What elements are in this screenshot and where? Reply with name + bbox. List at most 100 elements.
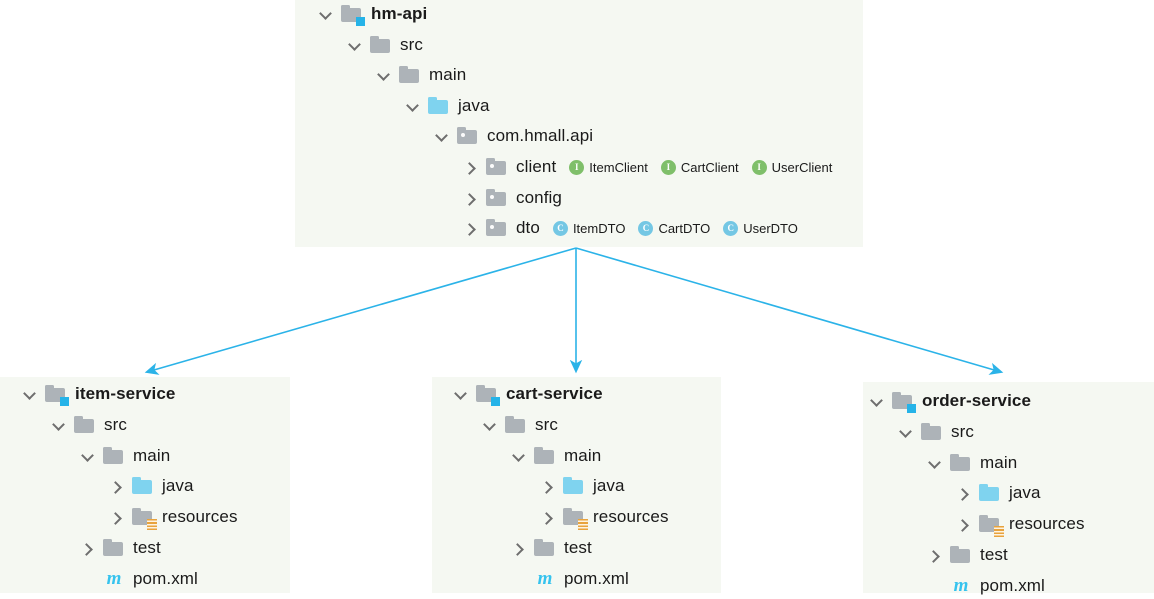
- chevron-down-icon[interactable]: [511, 448, 527, 464]
- tree-row[interactable]: resources: [109, 504, 238, 530]
- tree-row-label: main: [133, 446, 171, 465]
- chevron-right-icon[interactable]: [511, 540, 527, 556]
- chevron-right-icon[interactable]: [463, 220, 479, 236]
- tree-row-label: resources: [593, 507, 669, 526]
- chevron-down-icon[interactable]: [22, 386, 38, 402]
- chevron-right-icon[interactable]: [956, 485, 972, 501]
- tree-row-label: config: [516, 188, 562, 207]
- tree-row[interactable]: test: [927, 542, 1008, 568]
- interface-badge-icon: I: [751, 159, 767, 175]
- module-folder-icon: [45, 385, 69, 406]
- resources-folder-icon: [979, 515, 1004, 537]
- module-folder-icon: [892, 392, 916, 413]
- tree-row[interactable]: src: [482, 412, 558, 438]
- chevron-down-icon[interactable]: [405, 98, 421, 114]
- tree-row-label: hm-api: [371, 4, 428, 23]
- chevron-down-icon[interactable]: [51, 417, 67, 433]
- tree-row-label: main: [564, 446, 602, 465]
- tree-row-label: main: [429, 65, 467, 84]
- arrow-to-item-service: [144, 247, 577, 375]
- folder-icon: [103, 447, 125, 465]
- chevron-down-icon[interactable]: [482, 417, 498, 433]
- chevron-right-icon[interactable]: [80, 540, 96, 556]
- tree-row-label: cart-service: [506, 384, 603, 403]
- tree-row[interactable]: src: [51, 412, 127, 438]
- chevron-down-icon[interactable]: [318, 6, 334, 22]
- chevron-right-icon[interactable]: [109, 509, 125, 525]
- tree-row[interactable]: main: [511, 443, 601, 469]
- chevron-right-icon[interactable]: [463, 190, 479, 206]
- maven-icon: m: [537, 568, 553, 589]
- chevron-down-icon[interactable]: [898, 424, 914, 440]
- chevron-down-icon[interactable]: [434, 128, 450, 144]
- tree-row[interactable]: hm-api: [318, 1, 427, 27]
- tree-row[interactable]: java: [109, 473, 194, 499]
- class-badge-icon: C: [723, 220, 739, 236]
- tree-row-label: client: [516, 157, 557, 176]
- tree-row[interactable]: src: [898, 419, 974, 445]
- chevron-placeholder: [511, 571, 527, 587]
- tree-row[interactable]: order-service: [869, 388, 1031, 414]
- folder-icon: [505, 416, 527, 434]
- interface-badge-icon: I: [569, 159, 585, 175]
- tree-row[interactable]: m pom.xml: [511, 566, 629, 592]
- chevron-right-icon[interactable]: [540, 478, 556, 494]
- tree-row-label: src: [951, 422, 974, 441]
- tree-row-label: order-service: [922, 391, 1032, 410]
- tree-row[interactable]: resources: [540, 504, 669, 530]
- tree-row-label: test: [133, 538, 161, 557]
- chevron-down-icon[interactable]: [347, 37, 363, 53]
- chevron-right-icon[interactable]: [109, 478, 125, 494]
- tree-row[interactable]: main: [376, 62, 466, 88]
- tree-row[interactable]: src: [347, 32, 423, 58]
- tree-row[interactable]: item-service: [22, 381, 175, 407]
- tree-row[interactable]: test: [80, 535, 161, 561]
- tree-row-label: dto: [516, 218, 540, 237]
- tree-row-label: src: [535, 415, 558, 434]
- tree-row-label: pom.xml: [133, 569, 198, 588]
- package-icon: [486, 189, 508, 207]
- folder-icon: [921, 423, 943, 441]
- tree-row[interactable]: java: [956, 480, 1041, 506]
- tree-row[interactable]: cart-service: [453, 381, 603, 407]
- tree-row[interactable]: com.hmall.api: [434, 123, 593, 149]
- tree-row[interactable]: config: [463, 185, 562, 211]
- tree-row-label: pom.xml: [564, 569, 629, 588]
- chevron-right-icon[interactable]: [463, 159, 479, 175]
- class-badge-icon: C: [552, 220, 568, 236]
- tree-row[interactable]: java: [405, 93, 490, 119]
- chevron-down-icon[interactable]: [927, 455, 943, 471]
- class-member-name: ItemClient: [589, 159, 648, 175]
- maven-icon: m: [953, 575, 969, 596]
- tree-row[interactable]: main: [80, 443, 170, 469]
- chevron-down-icon[interactable]: [869, 393, 885, 409]
- chevron-right-icon[interactable]: [956, 516, 972, 532]
- source-folder-icon: [132, 477, 154, 495]
- chevron-down-icon[interactable]: [453, 386, 469, 402]
- tree-row[interactable]: resources: [956, 511, 1085, 537]
- tree-row-label: resources: [1009, 514, 1085, 533]
- source-folder-icon: [979, 484, 1001, 502]
- tree-row-label: java: [1009, 483, 1041, 502]
- chevron-down-icon[interactable]: [80, 448, 96, 464]
- tree-row[interactable]: java: [540, 473, 625, 499]
- tree-row[interactable]: test: [511, 535, 592, 561]
- arrow-to-order-service: [575, 247, 1004, 375]
- tree-row[interactable]: main: [927, 450, 1017, 476]
- chevron-right-icon[interactable]: [540, 509, 556, 525]
- class-member-name: CartDTO: [658, 220, 711, 236]
- chevron-right-icon[interactable]: [927, 547, 943, 563]
- folder-icon: [370, 36, 392, 54]
- chevron-down-icon[interactable]: [376, 67, 392, 83]
- class-member-name: UserClient: [771, 159, 833, 175]
